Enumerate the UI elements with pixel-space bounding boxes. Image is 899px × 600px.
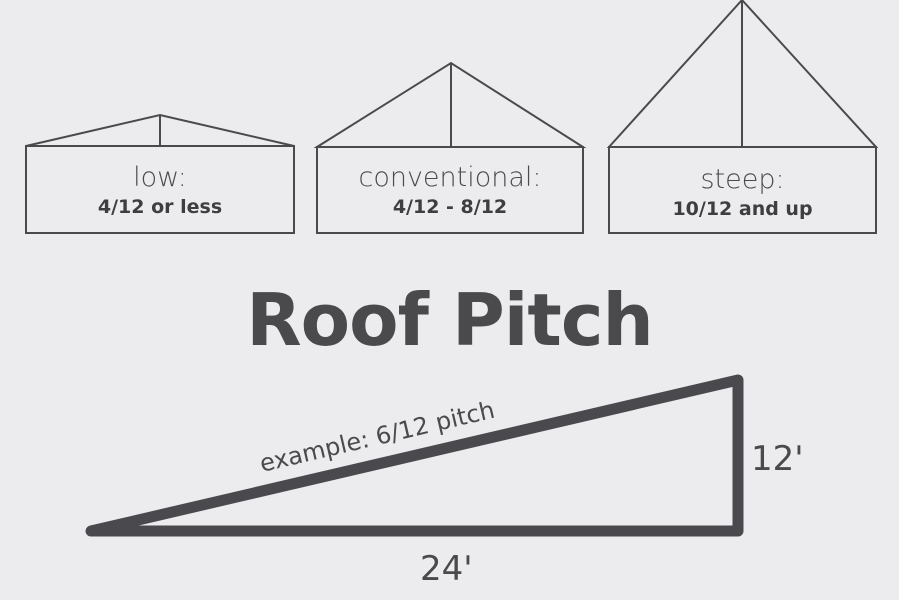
house-steep [606,0,879,234]
roof-type-range: 4/12 or less [97,196,223,218]
pitch-triangle-shape [85,374,744,537]
house-conventional [313,61,587,234]
roof-type-name: conventional: [358,162,542,193]
label-steep: steep: 10/12 and up [609,164,876,222]
pitch-triangle [85,374,744,537]
roof-type-name: steep: [700,164,785,195]
rise-label: 12' [751,439,804,479]
house-low [25,113,295,234]
roof-type-range: 4/12 - 8/12 [392,196,508,218]
walls-steep [608,146,877,234]
roof-type-name: low: [133,162,187,193]
run-label: 24' [420,549,473,589]
label-low: low: 4/12 or less [26,162,294,220]
walls-low [25,145,295,234]
label-conventional: conventional: 4/12 - 8/12 [317,162,583,220]
roof-type-range: 10/12 and up [672,198,813,220]
page-title: Roof Pitch [246,278,654,362]
walls-conventional [316,146,584,234]
